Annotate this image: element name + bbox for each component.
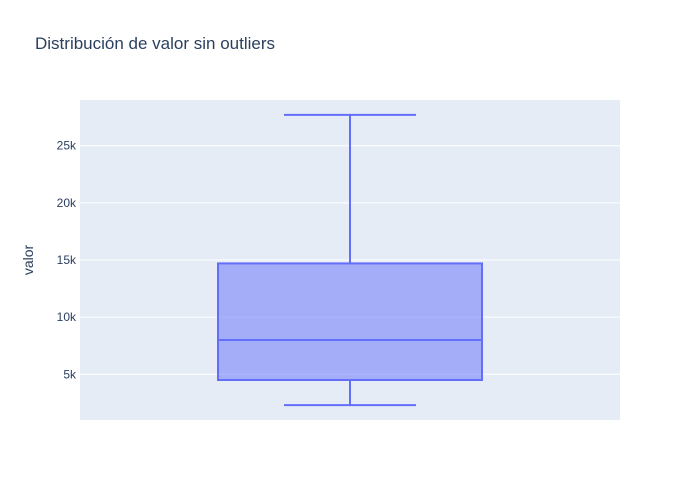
y-axis-title: valor <box>20 244 36 275</box>
y-tick-label: 20k <box>57 196 77 210</box>
y-tick-label: 5k <box>63 367 77 381</box>
chart-title: Distribución de valor sin outliers <box>35 34 275 53</box>
iqr-box <box>217 262 483 381</box>
y-tick-label: 25k <box>57 139 77 153</box>
y-tick-label: 10k <box>57 310 77 324</box>
y-tick-label: 15k <box>57 253 77 267</box>
